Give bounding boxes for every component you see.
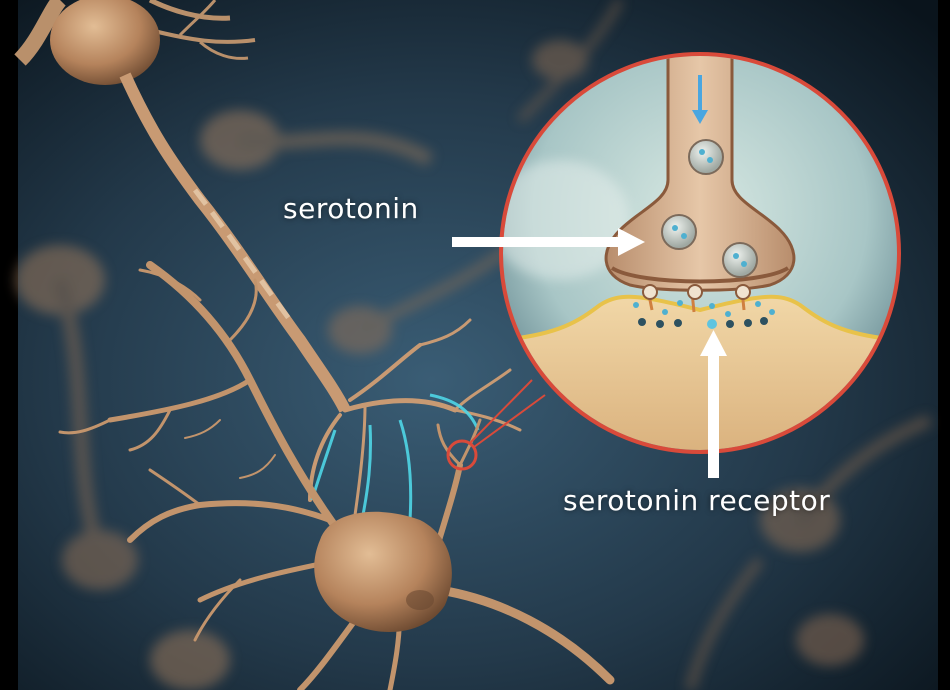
serotonin-label: serotonin <box>283 192 419 225</box>
serotonin-receptor-label: serotonin receptor <box>563 484 830 517</box>
